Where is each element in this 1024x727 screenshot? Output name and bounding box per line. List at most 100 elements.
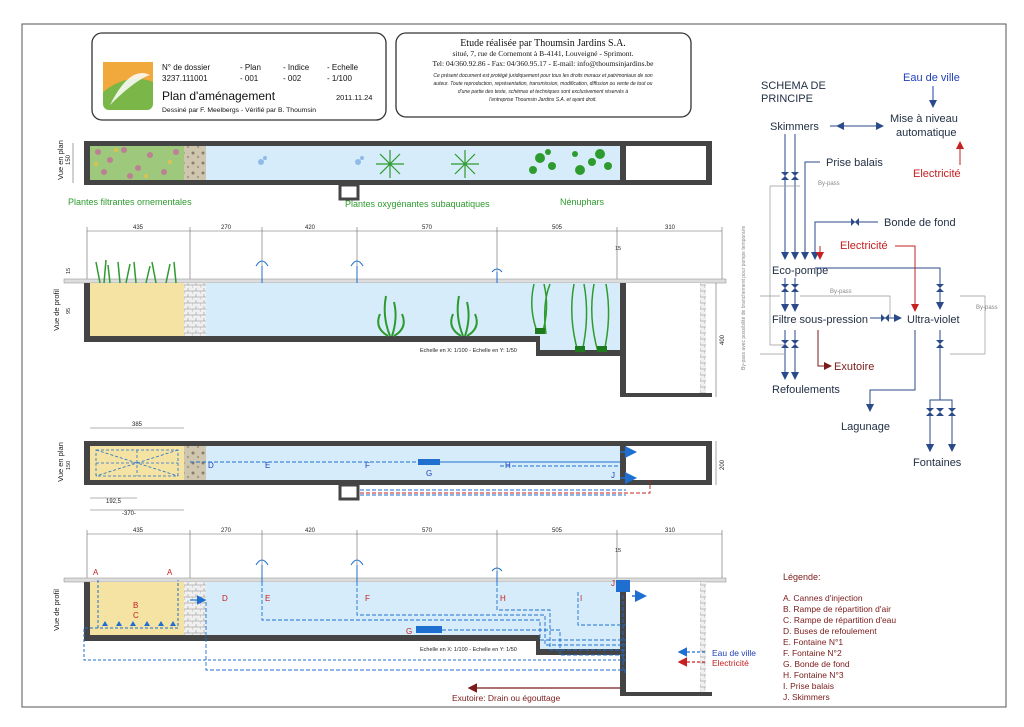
dossier-value: 3237.111001	[162, 74, 208, 83]
legend-title: Légende:	[783, 572, 821, 582]
schema-ultra-violet: Ultra-violet	[907, 314, 960, 326]
air-distribution-grid	[95, 449, 179, 477]
dim-420-b: 420	[305, 528, 316, 534]
marker-c: C	[133, 611, 139, 620]
schema-fontaines: Fontaines	[913, 457, 962, 469]
schema-filtre: Filtre sous-pression	[772, 314, 868, 326]
zone-label-oxygenantes: Plantes oxygénantes subaquatiques	[345, 199, 490, 209]
dim-310-a: 310	[665, 225, 676, 231]
marker-f-plan: F	[365, 461, 370, 470]
sheet-border	[21, 23, 1007, 708]
fountain-icon-h1	[491, 268, 503, 283]
schema-bypass-3: By-pass	[976, 305, 998, 311]
drawn-by: Dessiné par F. Meelbergs - Vérifié par B…	[162, 107, 316, 114]
dim-505-b: 505	[552, 528, 563, 534]
marker-i: I	[580, 594, 582, 603]
bottom-drain-g-profile	[416, 626, 442, 633]
schema-lagunage: Lagunage	[841, 421, 890, 433]
scale-note-2: Echelle en X: 1/100 - Echelle en Y: 1/50	[420, 647, 517, 653]
waterlily-icons	[529, 149, 612, 175]
legend-item: A. Cannes d'injection	[783, 593, 863, 603]
schema-bypass-1: By-pass	[818, 181, 840, 187]
dim-200: 200	[720, 459, 726, 470]
schema-valve-icons	[781, 172, 956, 416]
section-profile-view-2: 435 270 420 570 505 310 15 Vue de profil…	[52, 528, 756, 703]
view-label-profil-2: Vue de profil	[52, 589, 61, 631]
schema-eau-de-ville: Eau de ville	[903, 72, 960, 84]
schema-title-2: PRINCIPE	[761, 93, 813, 105]
gravel-strip	[184, 146, 206, 180]
schema-bypass-2: By-pass	[830, 289, 852, 295]
reed-plants-icon	[95, 259, 177, 284]
company-title: Etude réalisée par Thoumsin Jardins S.A.	[460, 38, 626, 49]
dim-15-b: 15	[66, 268, 72, 274]
dim-570-a: 570	[422, 225, 433, 231]
dim-370: -370-	[122, 511, 136, 517]
echelle-label: - Echelle	[327, 63, 359, 72]
marker-g-plan: G	[426, 469, 432, 478]
company-contact: Tel: 04/360.92.86 - Fax: 04/360.95.17 - …	[433, 59, 655, 68]
view-label-plan-2: Vue en plan	[56, 442, 65, 482]
filter-plants-pattern	[95, 147, 179, 179]
legal-line-1: Ce présent document est protégé juridiqu…	[433, 73, 653, 79]
legal-line-2: auteur. Toute reproduction, représentati…	[434, 81, 653, 87]
bubble-icon-2	[355, 156, 364, 165]
legal-line-4: l'entreprise Thoumsin Jardins S.A. et ay…	[489, 97, 597, 103]
fountain-icon-e1	[255, 260, 269, 283]
section-profile-view-1: 435 270 420 570 505 310 15 Vue de profil…	[52, 225, 727, 397]
fountain-icon-f1	[350, 260, 364, 283]
gravel-steps	[184, 283, 206, 336]
marker-h: H	[500, 594, 506, 603]
dim-310-b: 310	[665, 528, 676, 534]
marker-e-plan: E	[265, 461, 270, 470]
submerged-plant-icon-1	[377, 295, 405, 337]
marker-g: G	[406, 627, 412, 636]
dim-505-a: 505	[552, 225, 563, 231]
scale-note-1: Echelle en X: 1/100 - Echelle en Y: 1/50	[420, 348, 517, 354]
marker-h-plan: H	[505, 461, 511, 470]
dim-420-a: 420	[305, 225, 316, 231]
pipe-network-profile	[190, 582, 626, 673]
plan-value: - 001	[240, 74, 259, 83]
legend: Légende: A. Cannes d'injection B. Rampe …	[783, 572, 896, 702]
submerged-plant-icon-2	[450, 295, 478, 337]
zone-label-nenuphars: Nénuphars	[560, 197, 605, 207]
dim-435-b: 435	[133, 528, 144, 534]
marker-d: D	[222, 594, 228, 603]
schema-mise-2: automatique	[896, 127, 957, 139]
dim-150-a: 150	[66, 154, 72, 165]
fountain-icon-f2	[350, 559, 364, 582]
bottom-drain-g-plan	[418, 459, 440, 465]
plan-label: - Plan	[240, 63, 261, 72]
echelle-value: - 1/100	[327, 74, 352, 83]
injection-canes	[83, 580, 626, 661]
schema-eco-pompe: Eco-pompe	[772, 265, 828, 277]
oxygen-plant-icon-2	[451, 150, 479, 178]
schema-refoulements: Refoulements	[772, 384, 840, 396]
marker-e: E	[265, 594, 270, 603]
company-block: Etude réalisée par Thoumsin Jardins S.A.…	[395, 32, 692, 118]
skimmer-j	[616, 580, 630, 592]
dim-400-a: 400	[720, 334, 726, 345]
legend-item: C. Rampe de répartition d'eau	[783, 615, 896, 625]
marker-j-plan: J	[611, 471, 615, 480]
dim-192: 192,5	[106, 499, 122, 505]
marker-b: B	[133, 601, 138, 610]
dim-385: 385	[132, 422, 143, 428]
legend-item: H. Fontaine N°3	[783, 670, 844, 680]
ground-line	[63, 278, 727, 284]
dim-270-b: 270	[221, 528, 232, 534]
label-electricite-profile: Electricité	[712, 658, 749, 668]
dim-570-b: 570	[422, 528, 433, 534]
company-logo	[103, 62, 153, 110]
legend-item: J. Skimmers	[783, 692, 830, 702]
zone-label-filtrantes: Plantes filtrantes ornementales	[68, 197, 192, 207]
schema-skimmers: Skimmers	[770, 121, 819, 133]
legend-item: I. Prise balais	[783, 681, 834, 691]
legend-item: D. Buses de refoulement	[783, 626, 877, 636]
fountain-icon-h2	[491, 567, 503, 582]
label-exutoire-drain: Exutoire: Drain ou égouttage	[452, 693, 560, 703]
sand-bed	[90, 283, 184, 336]
bubble-icon-1	[258, 156, 267, 165]
legend-item: G. Bonde de fond	[783, 659, 850, 669]
